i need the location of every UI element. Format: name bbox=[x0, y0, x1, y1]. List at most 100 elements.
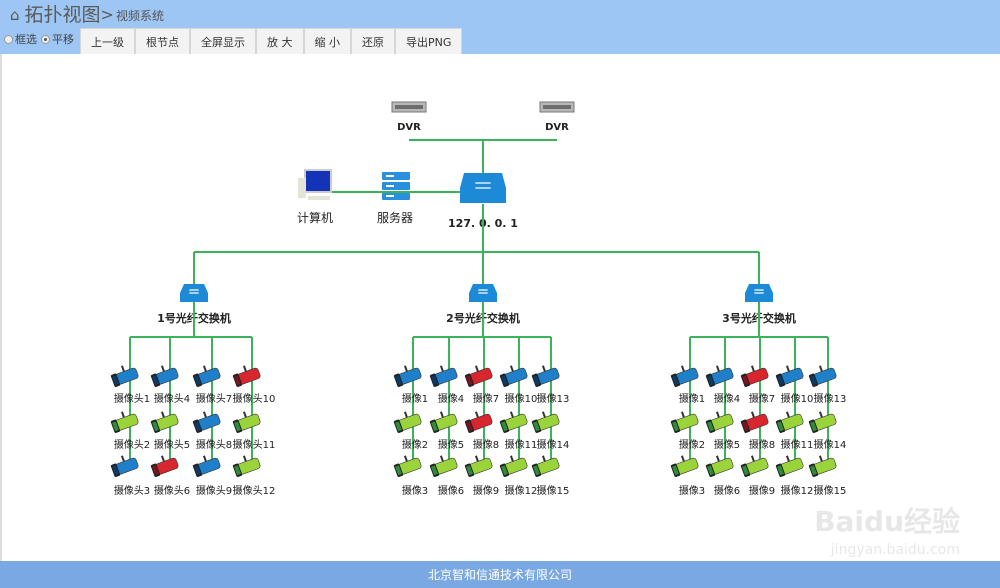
camera-mount bbox=[403, 365, 409, 373]
camera-icon-green[interactable] bbox=[428, 408, 459, 434]
server-led bbox=[386, 175, 394, 177]
server-unit bbox=[382, 182, 410, 190]
camera-icon-green[interactable] bbox=[109, 408, 140, 434]
camera-icon-red[interactable] bbox=[463, 408, 494, 434]
camera-glass bbox=[777, 465, 784, 476]
zoom-in-button[interactable]: 放 大 bbox=[256, 28, 304, 54]
fiber-switch-icon[interactable] bbox=[180, 284, 208, 302]
camera-glass bbox=[395, 465, 402, 476]
switch-arrows bbox=[478, 289, 488, 294]
camera-icon-green[interactable] bbox=[669, 408, 700, 434]
camera-mount bbox=[818, 365, 824, 373]
camera-icon-green[interactable] bbox=[392, 408, 423, 434]
camera-icon-green[interactable] bbox=[231, 408, 262, 434]
camera-glass bbox=[234, 421, 241, 432]
core-switch-icon[interactable] bbox=[460, 173, 506, 203]
mode-pan-radio[interactable]: 平移 bbox=[41, 28, 74, 50]
camera-icon-green[interactable] bbox=[807, 408, 838, 434]
export-png-button[interactable]: 导出PNG bbox=[395, 28, 463, 54]
camera-glass bbox=[152, 465, 159, 476]
camera-icon-green[interactable] bbox=[498, 452, 529, 478]
mode-select-radio[interactable]: 框选 bbox=[4, 28, 37, 50]
camera-mount bbox=[785, 411, 791, 419]
camera-icon-blue[interactable] bbox=[807, 362, 838, 388]
camera-icon-red[interactable] bbox=[149, 452, 180, 478]
camera-glass bbox=[501, 421, 508, 432]
camera-icon-blue[interactable] bbox=[191, 408, 222, 434]
camera-mount bbox=[160, 455, 166, 463]
dvr-icon[interactable] bbox=[391, 101, 427, 113]
radio-icon[interactable] bbox=[41, 34, 50, 44]
camera-icon-blue[interactable] bbox=[428, 362, 459, 388]
camera-icon-red[interactable] bbox=[739, 362, 770, 388]
camera-icon-green[interactable] bbox=[774, 452, 805, 478]
fullscreen-button[interactable]: 全屏显示 bbox=[190, 28, 256, 54]
camera-glass bbox=[234, 375, 241, 386]
server-icon[interactable] bbox=[382, 172, 410, 200]
camera-glass bbox=[152, 375, 159, 386]
camera-glass bbox=[501, 465, 508, 476]
dvr-icon[interactable] bbox=[539, 101, 575, 113]
camera-icon-green[interactable] bbox=[530, 408, 561, 434]
camera-icon-green[interactable] bbox=[704, 408, 735, 434]
camera-mount bbox=[474, 411, 480, 419]
camera-mount bbox=[403, 411, 409, 419]
camera-icon-green[interactable] bbox=[807, 452, 838, 478]
camera-icon-blue[interactable] bbox=[530, 362, 561, 388]
camera-mount bbox=[242, 411, 248, 419]
camera-icon-green[interactable] bbox=[392, 452, 423, 478]
camera-mount bbox=[750, 411, 756, 419]
reset-button[interactable]: 还原 bbox=[351, 28, 395, 54]
camera-icon-blue[interactable] bbox=[109, 452, 140, 478]
node-label: 摄像6 bbox=[714, 484, 740, 497]
camera-icon-blue[interactable] bbox=[191, 362, 222, 388]
radio-icon[interactable] bbox=[4, 34, 13, 44]
fiber-switch-icon[interactable] bbox=[745, 284, 773, 302]
node-label: 计算机 bbox=[297, 210, 333, 225]
breadcrumb[interactable]: 视频系统 bbox=[115, 9, 164, 23]
camera-mount bbox=[785, 455, 791, 463]
fiber-switch-icon[interactable] bbox=[469, 284, 497, 302]
camera-glass bbox=[742, 465, 749, 476]
camera-icon-green[interactable] bbox=[530, 452, 561, 478]
server-led bbox=[386, 195, 394, 197]
camera-icon-red[interactable] bbox=[739, 408, 770, 434]
camera-icon-blue[interactable] bbox=[704, 362, 735, 388]
parent-level-button[interactable]: 上一级 bbox=[80, 28, 135, 54]
dvr-panel bbox=[395, 105, 423, 109]
camera-icon-green[interactable] bbox=[149, 408, 180, 434]
camera-icon-blue[interactable] bbox=[669, 362, 700, 388]
camera-icon-green[interactable] bbox=[498, 408, 529, 434]
camera-icon-blue[interactable] bbox=[774, 362, 805, 388]
camera-icon-green[interactable] bbox=[669, 452, 700, 478]
camera-icon-green[interactable] bbox=[704, 452, 735, 478]
zoom-out-button[interactable]: 缩 小 bbox=[303, 28, 351, 54]
camera-glass bbox=[431, 465, 438, 476]
camera-mount bbox=[680, 411, 686, 419]
computer-icon[interactable] bbox=[298, 169, 332, 200]
camera-icon-blue[interactable] bbox=[392, 362, 423, 388]
camera-mount bbox=[680, 365, 686, 373]
camera-glass bbox=[707, 375, 714, 386]
camera-icon-green[interactable] bbox=[231, 452, 262, 478]
node-label: 摄像10 bbox=[781, 392, 814, 405]
node-label: 摄像1 bbox=[679, 392, 705, 405]
camera-icon-blue[interactable] bbox=[498, 362, 529, 388]
camera-mount bbox=[202, 455, 208, 463]
camera-icon-green[interactable] bbox=[463, 452, 494, 478]
camera-icon-red[interactable] bbox=[463, 362, 494, 388]
node-label: 摄像头3 bbox=[114, 484, 150, 497]
camera-icon-blue[interactable] bbox=[149, 362, 180, 388]
node-label: 摄像头4 bbox=[154, 392, 190, 405]
camera-icon-green[interactable] bbox=[428, 452, 459, 478]
home-icon[interactable]: ⌂ bbox=[10, 6, 20, 24]
camera-icon-green[interactable] bbox=[774, 408, 805, 434]
camera-icon-blue[interactable] bbox=[109, 362, 140, 388]
camera-icon-red[interactable] bbox=[231, 362, 262, 388]
camera-icon-green[interactable] bbox=[739, 452, 770, 478]
camera-icon-blue[interactable] bbox=[191, 452, 222, 478]
camera-glass bbox=[112, 375, 119, 386]
root-node-button[interactable]: 根节点 bbox=[135, 28, 190, 54]
